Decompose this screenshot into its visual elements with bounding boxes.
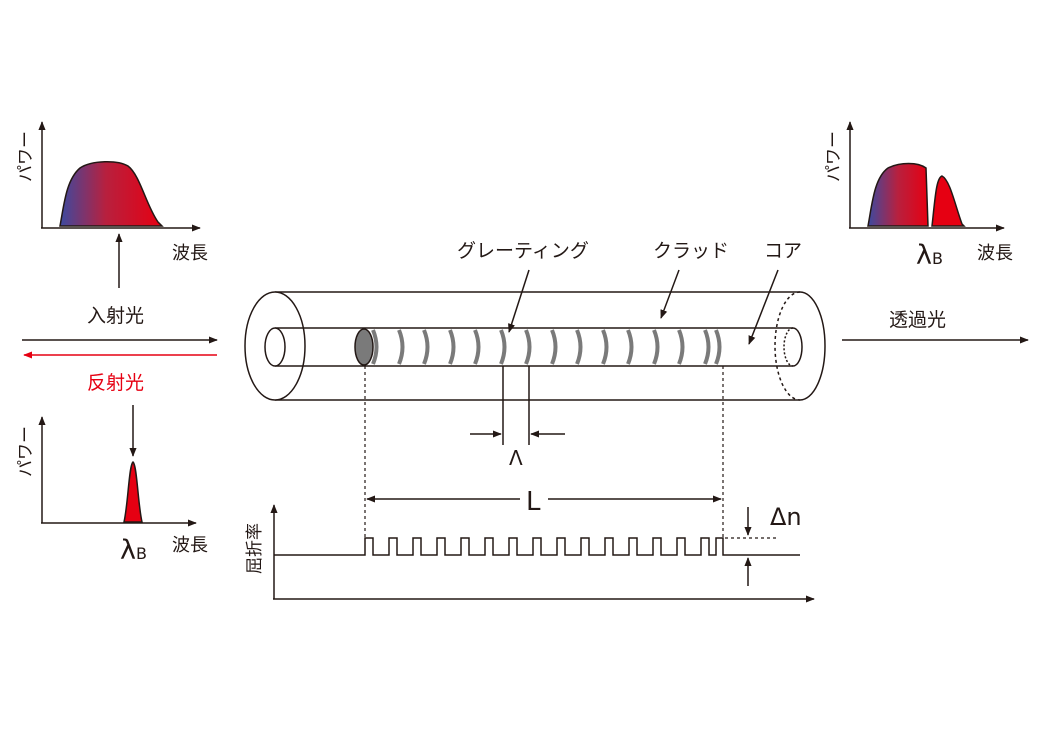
cladding-right-end-back [774,291,801,401]
transmitted-x-axis-label: 波長 [977,243,1013,264]
reflected-x-axis-label: 波長 [172,535,208,556]
reflected-light-label: 反射光 [87,372,144,394]
grating-fringe [473,329,481,365]
core-right-end-back [783,327,794,367]
incident-spectrum: パワー 波長 [16,121,208,264]
delta-n-label: Δn [770,503,802,531]
grating-pointer [508,269,530,333]
transmitted-light-label: 透過光 [889,309,946,331]
transmitted-spectrum: パワー 波長 λB [824,121,1013,271]
grating-fringe [550,329,558,365]
grating-fringe [703,329,711,365]
core-pointer [748,269,779,345]
incident-x-axis-label: 波長 [172,243,208,264]
transmitted-spectrum-left-curve [867,162,929,227]
grating-fringe [575,329,583,365]
core-label: コア [764,240,802,262]
incident-y-axis-label: パワー [16,131,36,182]
cladding-right-end-front [799,291,826,401]
reflected-y-axis-label: パワー [16,426,36,477]
grating-fringe [652,329,660,365]
transmitted-y-axis-label: パワー [824,131,844,182]
grating-fringe [371,329,379,365]
incident-spectrum-curve [59,161,164,227]
reflected-lambda-subscript: B [136,544,147,563]
grating-length-label: L [526,487,541,517]
transmitted-lambda: λ [916,240,932,271]
core-outline [275,327,793,367]
grating-length-marker: L [364,366,724,540]
optical-fiber [244,291,826,401]
grating-fringe [397,329,405,365]
grating-period-label: Λ [509,446,523,470]
core-left-end [264,327,286,367]
cladding-pointer [660,269,680,319]
transmitted-bragg-wavelength-label: λB [916,240,943,271]
grating-fringe [499,329,507,365]
grating-fringe [677,329,685,365]
grating-label: グレーティング [457,240,589,262]
reflected-lambda: λ [120,535,136,566]
cladding-label: クラッド [653,240,729,262]
refractive-index-label: 屈折率 [245,523,265,574]
incident-light-label: 入射光 [87,305,144,327]
grating-fringe [448,329,456,365]
grating-fringe [524,329,532,365]
reflected-spectrum: パワー 波長 λB [16,416,208,566]
grating-period-marker: Λ [470,366,565,470]
reflected-bragg-wavelength-label: λB [120,535,147,566]
core-right-end-front [792,327,803,367]
grating-fringes [371,329,722,365]
grating-fringe [626,329,634,365]
grating-fringe [601,329,609,365]
refractive-index-profile: 屈折率 Δn [245,503,815,603]
grating-start-section [354,328,374,366]
transmitted-lambda-subscript: B [932,249,943,268]
grating-fringe [714,329,722,365]
transmitted-spectrum-right-curve [931,175,966,227]
grating-fringe [422,329,430,365]
reflected-spectrum-peak [123,461,143,523]
index-modulation-trace [274,537,800,556]
cladding-outline [275,291,800,401]
